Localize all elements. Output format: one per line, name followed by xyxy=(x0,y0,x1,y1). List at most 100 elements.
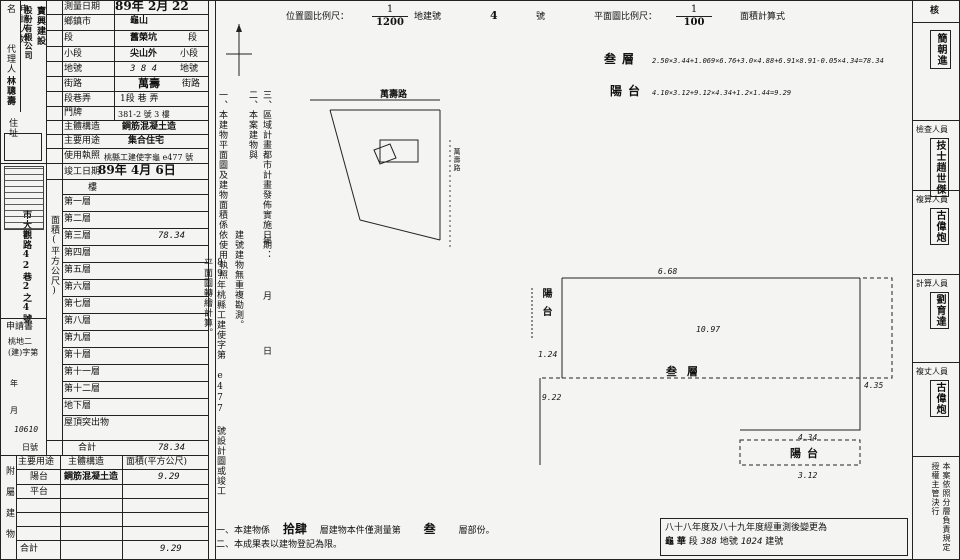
calc-floor-label: 叁層 xyxy=(604,52,641,66)
bottom-note-1: 一、本建物係 拾肆 層建物本件僅測量第 叁 層部份。 xyxy=(216,520,495,537)
plan-dim: 9.22 xyxy=(542,393,562,402)
floor-row-label: 第一層 xyxy=(64,197,92,207)
receipt-label: 申請書 xyxy=(6,322,34,332)
street-label: 街路 xyxy=(64,79,83,89)
revision-stamp-section: 華 xyxy=(676,537,686,547)
floor-row-label: 第五層 xyxy=(64,265,92,275)
section-value: 舊榮坑 xyxy=(130,33,158,43)
bottom-note-1a: 一、本建物係 xyxy=(216,526,271,536)
floor-row-label: 第四層 xyxy=(64,248,92,258)
section-label: 段 xyxy=(64,33,74,43)
seal-stamp xyxy=(4,166,44,230)
floor-count-label: 樓 xyxy=(88,183,98,193)
road-side-label: 萬壽路 xyxy=(453,148,461,172)
floor-row-label: 屋頂突出物 xyxy=(64,418,110,428)
road-label: 萬壽路 xyxy=(380,90,408,100)
sig-row-name: 古偉炮 xyxy=(930,380,949,417)
agent-name: 林聰壽 xyxy=(5,76,15,106)
door-value: 381-2 號 3 樓 xyxy=(118,110,170,119)
plan-floor-label: 叁層 xyxy=(666,365,708,378)
section-suffix: 段 xyxy=(188,33,198,43)
annex-header-use: 主要用途 xyxy=(18,457,55,467)
note-col1b: 建號建物無重複勘測。 xyxy=(233,230,243,330)
plan-dim: 3.12 xyxy=(798,471,818,480)
bottom-note-1d: 叁 xyxy=(423,522,436,536)
sig-header: 核 xyxy=(930,6,940,16)
note-col3b: 年 月 日 xyxy=(261,236,271,373)
permit-value: 桃縣工建使字龜 e477 號 xyxy=(104,153,194,162)
annex-header-structure: 主體構造 xyxy=(68,457,105,467)
plan-dim: 6.68 xyxy=(658,267,678,276)
plan-dim: 4.35 xyxy=(864,381,884,390)
plan-dim: 4.34 xyxy=(798,433,818,442)
lot-value: 3 8 4 xyxy=(130,64,158,74)
applicant-name-2: 股份有限公司 xyxy=(24,6,34,60)
note-col4: 89年桃縣工建使字第 e477 號設計圖或竣工平面圖轉繪計算。 xyxy=(202,258,225,496)
survey-date-year: 89年 xyxy=(115,0,144,13)
seal-stamp xyxy=(4,133,42,161)
floor-row-value: 78.34 xyxy=(158,231,186,241)
revision-stamp-section-label: 段 xyxy=(688,537,698,547)
floor-row-label: 第六層 xyxy=(64,282,92,292)
use-value: 集合住宅 xyxy=(128,136,165,146)
building-no-suffix: 號 xyxy=(536,12,546,22)
floor-row-label: 第十二層 xyxy=(64,384,101,394)
north-arrow-icon xyxy=(226,24,252,76)
sig-row-label: 複算人員 xyxy=(916,195,948,204)
survey-date-label: 測量日期 xyxy=(64,2,101,12)
revision-stamp-township: 龜 xyxy=(665,537,675,547)
bottom-note-2: 二、本成果表以建物登記為限。 xyxy=(216,540,343,550)
revision-stamp: 八十八年度及八十九年度經重測後變更為 龜 華 段 388 地號 1024 建號 xyxy=(660,518,908,556)
plan-dim: 10.97 xyxy=(696,325,721,334)
sig-row-name: 古偉炮 xyxy=(930,208,949,245)
bottom-note-1c: 層建物本件僅測量第 xyxy=(319,526,401,536)
township-label: 鄉鎮市 xyxy=(64,17,92,27)
floor-row-label: 地下層 xyxy=(64,401,92,411)
floor-row-label: 第十層 xyxy=(64,350,92,360)
subsection-label: 小段 xyxy=(64,49,83,59)
location-scale-value: 1 1200 xyxy=(372,4,408,29)
revision-stamp-lot-label: 地號 xyxy=(719,537,738,547)
door-label: 門牌 xyxy=(64,108,83,118)
sig-row-label: 計算人員 xyxy=(916,279,948,288)
note-col2: 二、本案建物與 xyxy=(247,90,257,160)
agent-label: 代理人 xyxy=(5,44,15,74)
annex-total-value: 9.29 xyxy=(160,544,182,554)
floor-row-label: 第二層 xyxy=(64,214,92,224)
bottom-note-1e: 層部份。 xyxy=(458,526,495,536)
scale-denominator: 100 xyxy=(676,16,712,29)
annex-total-label: 合計 xyxy=(20,544,39,554)
floor-total-value: 78.34 xyxy=(158,443,186,453)
annex-row-area: 9.29 xyxy=(158,472,180,482)
location-map xyxy=(310,99,451,250)
note-col1: 一、本建物平面圖及建物面積係依使用執照 xyxy=(217,90,227,280)
street-suffix: 街路 xyxy=(182,79,201,89)
receipt-value: 桃地二(建)字第 xyxy=(8,337,39,357)
receipt-month: 月 xyxy=(10,406,18,415)
subsection-value: 尖山外 xyxy=(130,49,158,59)
floor-row-label: 第三層 xyxy=(64,231,92,241)
township-value: 龜山 xyxy=(130,16,149,26)
completion-value: 89年 4月 6日 xyxy=(98,163,176,177)
use-label: 主要用途 xyxy=(64,136,101,146)
sig-row-label: 檢查人員 xyxy=(916,125,948,134)
scale-numerator: 1 xyxy=(386,4,394,15)
scale-numerator: 1 xyxy=(690,4,698,15)
location-scale-label: 位置圖比例尺： xyxy=(286,12,350,22)
plan-balcony2-label: 陽台 xyxy=(790,447,824,460)
lot-suffix: 地號 xyxy=(180,64,199,74)
plan-dim: 1.24 xyxy=(538,350,558,359)
receipt-year: 年 xyxy=(10,379,18,388)
survey-date-day: 22 xyxy=(172,0,189,13)
sig-row-name: 技士趙世傑 xyxy=(930,138,949,197)
permit-label: 使用執照 xyxy=(64,151,101,161)
street-value: 萬壽 xyxy=(138,77,160,90)
applicant-title: 申請人姓名 xyxy=(5,4,28,44)
receipt-doc-no: 10610 xyxy=(14,425,39,434)
floor-plan xyxy=(531,277,893,466)
lot-label: 地號 xyxy=(64,64,83,74)
floor-area-col-label: 面積(平方公尺) xyxy=(49,215,59,297)
note-col3: 三、區域計畫都市計畫發佈實施日期： xyxy=(261,90,271,260)
annex-row-use: 陽台 xyxy=(30,472,49,482)
alley-value: 1段 巷 弄 xyxy=(120,94,159,104)
